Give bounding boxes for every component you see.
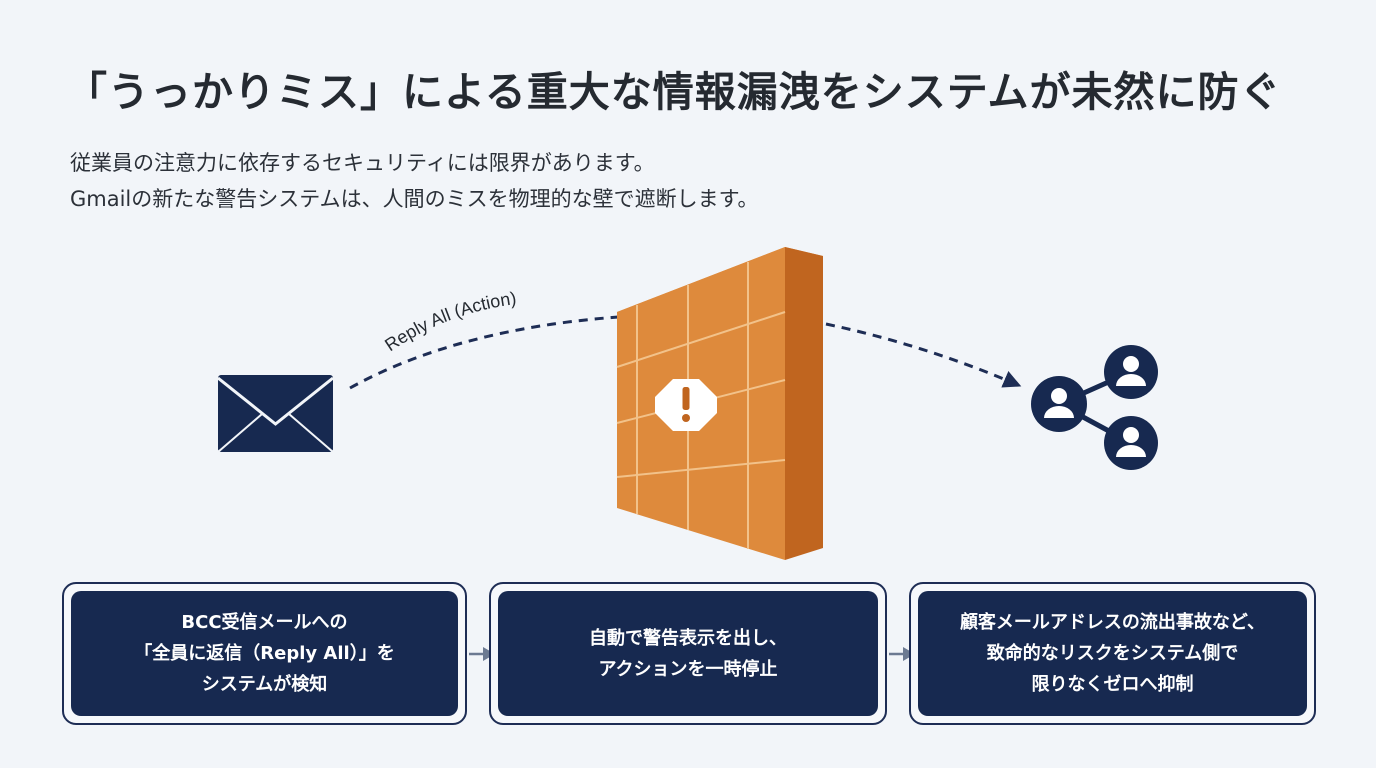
- page-subtitle: 従業員の注意力に依存するセキュリティには限界があります。 Gmailの新たな警告…: [70, 145, 759, 217]
- envelope-icon: [217, 375, 334, 453]
- group-recipients-icon: [1031, 345, 1158, 470]
- recipient-avatar-top: [1104, 345, 1158, 399]
- page-title: 「うっかりミス」による重大な情報漏洩をシステムが未然に防ぐ: [66, 68, 1282, 116]
- reply-all-label: Reply All (Action): [381, 288, 517, 355]
- step-3-text: 顧客メールアドレスの流出事故など、 致命的なリスクをシステム側で 限りなくゼロへ…: [918, 591, 1307, 716]
- step-2-text: 自動で警告表示を出し、 アクションを一時停止: [498, 591, 878, 716]
- step-card-2: 自動で警告表示を出し、 アクションを一時停止: [489, 582, 887, 725]
- reply-all-path-in: [349, 312, 693, 390]
- step-card-3: 顧客メールアドレスの流出事故など、 致命的なリスクをシステム側で 限りなくゼロへ…: [909, 582, 1316, 725]
- recipient-avatar-main: [1031, 376, 1087, 432]
- recipient-avatar-bottom: [1104, 416, 1158, 470]
- warning-octagon-icon: [655, 379, 717, 431]
- reply-all-label-text: Reply All (Action): [381, 288, 517, 355]
- step-card-1: BCC受信メールへの 「全員に返信（Reply All）」を システムが検知: [62, 582, 467, 725]
- subtitle-line-2: Gmailの新たな警告システムは、人間のミスを物理的な壁で遮断します。: [70, 187, 759, 211]
- wall-side-face: [785, 247, 823, 560]
- subtitle-line-1: 従業員の注意力に依存するセキュリティには限界があります。: [70, 151, 655, 175]
- firewall-wall-icon: [616, 247, 823, 560]
- step-1-text: BCC受信メールへの 「全員に返信（Reply All）」を システムが検知: [71, 591, 458, 716]
- reply-all-path-out: [825, 322, 1022, 388]
